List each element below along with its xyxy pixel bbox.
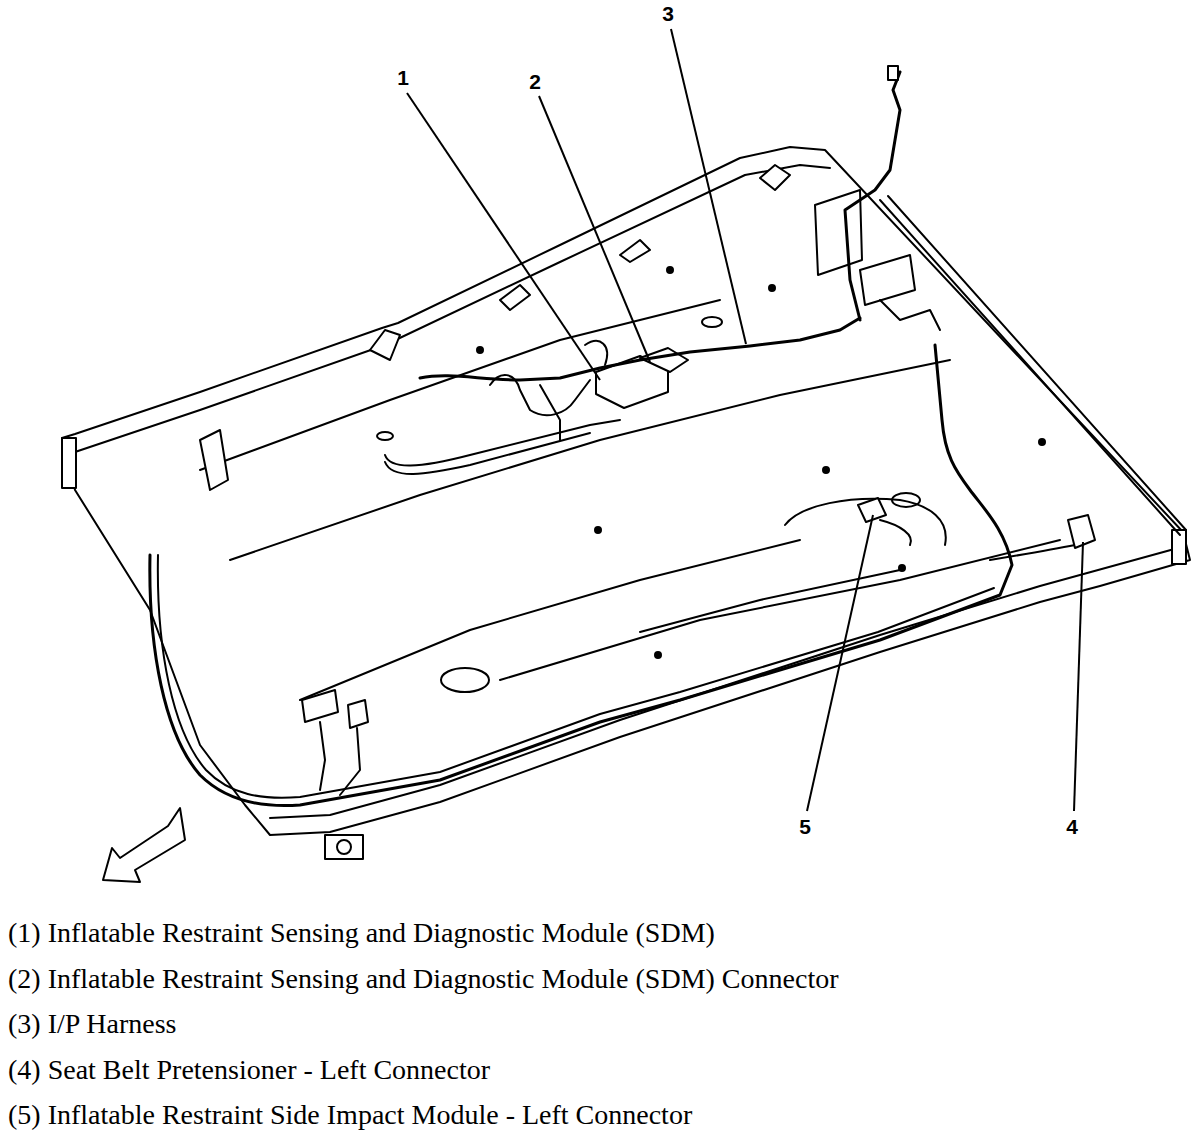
floor-pan [62, 147, 1190, 835]
bracket [500, 285, 530, 310]
callout-number: 2 [527, 70, 543, 94]
leader-line [671, 29, 746, 344]
floor-rib [500, 540, 1060, 680]
control-module [860, 255, 915, 305]
legend-line: (4) Seat Belt Pretensioner - Left Connec… [8, 1053, 490, 1087]
connector [348, 700, 368, 728]
harness-branch [990, 545, 1075, 560]
callout-number: 3 [660, 2, 676, 26]
callout-number: 1 [395, 66, 411, 90]
harness-branch [880, 520, 911, 545]
floor-rib [200, 300, 720, 470]
ip-harness [540, 385, 560, 440]
floor-rib [300, 540, 800, 700]
legend-line: (1) Inflatable Restraint Sensing and Dia… [8, 916, 715, 950]
pretensioner-connector [1068, 515, 1095, 548]
sill-line [880, 200, 1180, 535]
harness-branch [320, 722, 360, 795]
floor-hole [892, 493, 920, 507]
callout-number: 4 [1064, 815, 1080, 839]
bracket [760, 165, 790, 190]
leader-line [539, 96, 650, 362]
harness [845, 72, 900, 320]
bracket [62, 438, 76, 488]
legend-line: (3) I/P Harness [8, 1007, 176, 1041]
legend-line: (2) Inflatable Restraint Sensing and Dia… [8, 962, 839, 996]
callout-number: 5 [797, 815, 813, 839]
harness [880, 300, 940, 330]
floor-recess [640, 570, 900, 632]
floor-rib [230, 360, 950, 560]
bracket [620, 240, 650, 262]
floor-recess [785, 499, 946, 545]
bracket [325, 835, 363, 859]
front-arrow [103, 808, 185, 882]
connector [888, 66, 898, 80]
legend-line: (5) Inflatable Restraint Side Impact Mod… [8, 1098, 692, 1132]
leader-lines [407, 29, 1083, 811]
floor-pan-edge [75, 165, 830, 452]
floor-hole [441, 668, 489, 692]
stud-group [477, 267, 1045, 658]
body-harness [158, 555, 994, 798]
bracket [200, 430, 228, 490]
seat-rail [385, 420, 620, 466]
leader-line [807, 515, 873, 811]
floor-hole [702, 317, 722, 327]
ip-harness [420, 318, 860, 380]
ip-harness [490, 375, 590, 415]
body-harness [150, 345, 1012, 806]
floor-hole [377, 432, 393, 440]
grommet [337, 840, 351, 854]
leader-line [1074, 542, 1083, 811]
sill-line [888, 196, 1186, 530]
leader-line [407, 93, 600, 380]
connector [302, 690, 338, 722]
bracket [370, 330, 400, 360]
